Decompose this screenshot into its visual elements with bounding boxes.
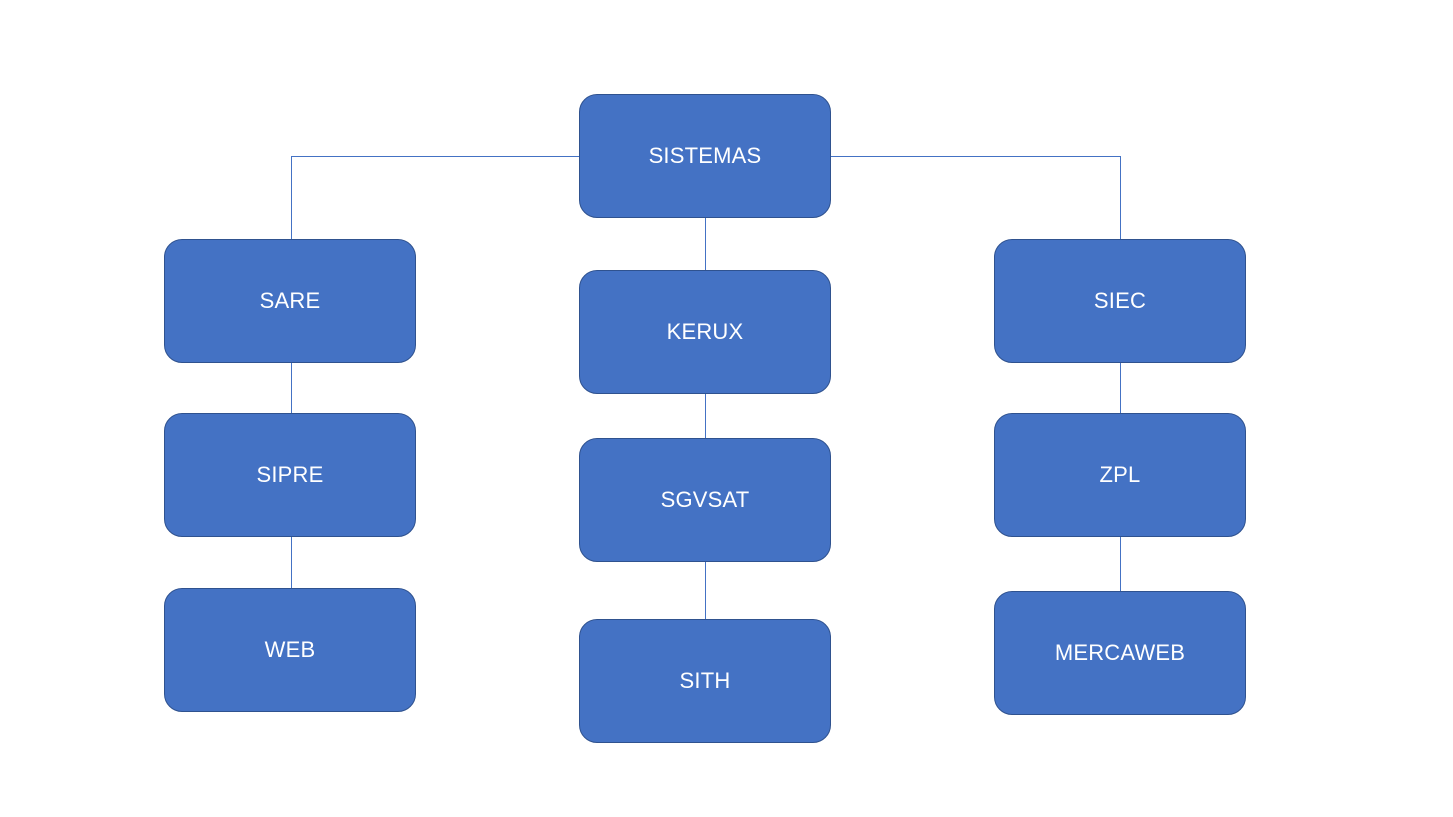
node-label: SISTEMAS (648, 143, 762, 168)
node-right-1: SIEC (994, 239, 1246, 363)
node-label: ZPL (1099, 462, 1141, 487)
node-middle-1: KERUX (579, 270, 831, 394)
node-label: SIPRE (256, 462, 324, 487)
node-label: SGVSAT (660, 487, 750, 512)
connector-root-to-left-branch (291, 156, 579, 239)
node-label: SARE (259, 288, 321, 313)
node-left-3: WEB (164, 588, 416, 712)
node-label: SIEC (1093, 288, 1147, 313)
node-label: WEB (264, 637, 316, 662)
node-root: SISTEMAS (579, 94, 831, 218)
node-middle-2: SGVSAT (579, 438, 831, 562)
node-left-2: SIPRE (164, 413, 416, 537)
node-right-3: MERCAWEB (994, 591, 1246, 715)
node-label: KERUX (666, 319, 744, 344)
node-left-1: SARE (164, 239, 416, 363)
connector-root-to-right-branch (831, 156, 1121, 239)
node-middle-3: SITH (579, 619, 831, 743)
node-right-2: ZPL (994, 413, 1246, 537)
node-label: MERCAWEB (1054, 640, 1186, 665)
node-label: SITH (679, 668, 731, 693)
